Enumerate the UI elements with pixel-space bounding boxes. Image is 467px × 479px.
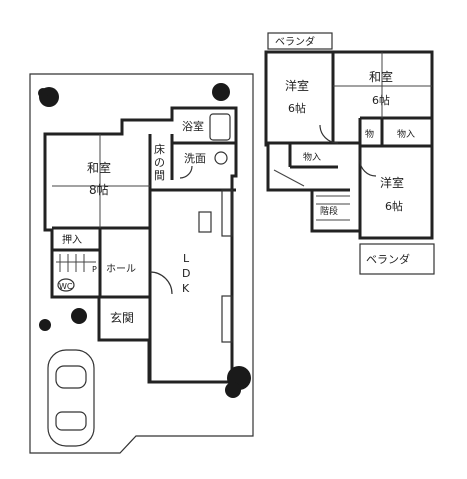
shrubs-floor1: [38, 83, 251, 398]
floor2: ベランダ 洋室 6帖 和室 6帖 物入 物 物入 洋室 6帖 階段 ベランダ: [264, 32, 435, 275]
room-label-oshiire: 押入: [62, 233, 82, 246]
room-label-toko-3: 間: [154, 169, 165, 182]
room-label-yokushitsu: 浴室: [182, 119, 204, 133]
room-label-washitsu: 和室: [87, 160, 111, 175]
hall-marker: P: [92, 265, 97, 274]
room-size-yoshitsu-b: 6帖: [385, 200, 403, 213]
label-veranda-top: ベランダ: [275, 35, 315, 48]
bathtub: [209, 113, 231, 141]
window-frame: [221, 295, 233, 343]
door-swing: [359, 159, 377, 177]
interior-walls: [52, 134, 236, 382]
room-label-washitsu-2f: 和室: [369, 69, 393, 84]
kitchen-sink-icon: [198, 211, 212, 233]
room-label-toko-2: の: [154, 156, 165, 169]
sink-icon: [214, 151, 228, 165]
floor2-outline: [264, 50, 434, 240]
label-veranda-bottom: ベランダ: [366, 252, 410, 266]
door-swing: [149, 271, 173, 295]
car-icon: [47, 349, 95, 447]
room-label-mono-left: 物入: [303, 151, 321, 163]
room-label-ldk-d: D: [182, 267, 190, 280]
room-size-washitsu: 8帖: [89, 182, 109, 197]
floor1: 和室 8帖 浴室 床 の 間 洗面 押入 ホール P WC L D K 玄関: [29, 73, 254, 454]
veranda-top-box: [267, 32, 333, 50]
room-label-genkan: 玄関: [110, 310, 134, 325]
stairs-floor2: [273, 169, 350, 221]
room-label-kaidan: 階段: [320, 205, 338, 217]
room-label-ldk-k: K: [182, 282, 190, 295]
room-label-wc: WC: [59, 282, 73, 291]
floor2-interior-walls: [266, 52, 432, 238]
room-label-hall: ホール: [106, 263, 136, 275]
room-size-washitsu-2f: 6帖: [372, 94, 390, 107]
stairs-floor1: [56, 254, 96, 272]
door-swing: [319, 124, 339, 144]
room-label-senmen: 洗面: [184, 152, 206, 165]
room-label-mono-small: 物: [365, 128, 374, 140]
veranda-bottom-box: [359, 243, 435, 275]
toilet-icon: [57, 278, 75, 292]
lot-boundary: [29, 73, 254, 454]
door-swing: [179, 165, 193, 179]
room-label-ldk-l: L: [183, 252, 190, 265]
room-label-yoshitsu-a: 洋室: [285, 78, 309, 93]
kitchen-counter: [221, 189, 233, 237]
room-size-yoshitsu-a: 6帖: [288, 102, 306, 115]
room-label-yoshitsu-b: 洋室: [380, 175, 404, 190]
room-label-toko-1: 床: [154, 142, 165, 156]
room-label-mono-right: 物入: [397, 128, 415, 140]
